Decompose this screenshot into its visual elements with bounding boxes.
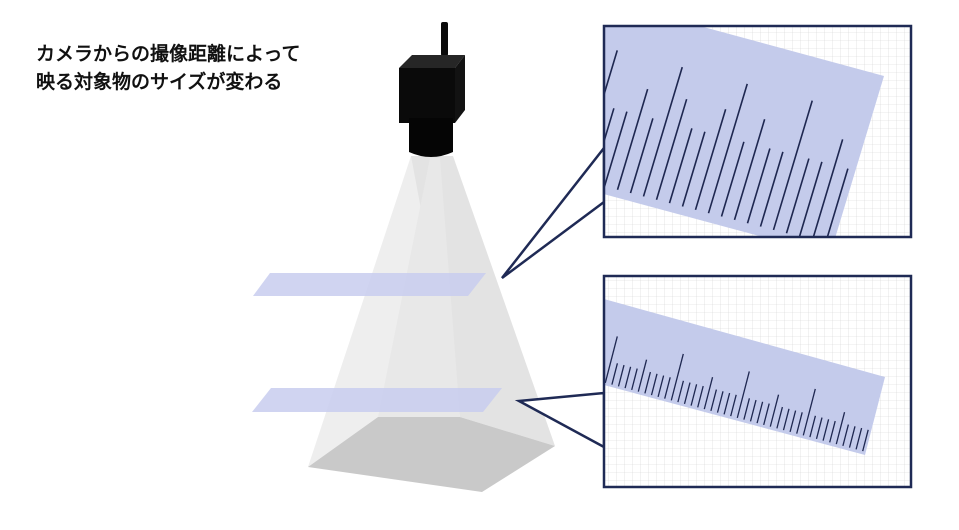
ruler-near-tick-4 [616,88,649,190]
ruler-far-tick-36 [835,412,846,445]
ruler-far-tick-3 [617,364,625,387]
ruler-near-tick-1 [604,50,619,98]
ruler-far-tick-8 [650,373,658,396]
callout-pointer-far [501,144,606,280]
ruler-near-tick-10 [694,109,727,211]
ruler-far-tick-18 [716,391,724,413]
ruler-far-tick-17 [710,389,718,412]
camera-body-side [455,55,465,123]
ruler-far-tick-19 [723,392,731,415]
object-plate-far [253,273,486,296]
ruler-far-tick-16 [703,377,714,410]
ruler-near-tick-17 [785,158,810,234]
ruler-far-tick-37 [842,424,850,447]
ruler-far-tick-24 [756,401,764,424]
ruler-far-tick-4 [624,366,632,389]
ruler-near-tick-12 [720,141,745,217]
caption-line-2: 映る対象物のサイズが変わる [36,71,283,93]
camera [399,22,465,157]
zoom-view-near-camera [602,24,913,239]
camera-antenna [441,22,448,56]
ruler-far-tick-35 [829,420,836,443]
ruler-far-tick-6 [637,359,648,392]
ruler-far-tick-26 [769,394,780,427]
ruler-far-tick-5 [631,368,638,391]
ruler-far-tick-27 [776,406,784,429]
ruler-far-tick-7 [644,371,652,394]
ruler-near-tick-3 [604,111,628,187]
ruler-far-tick-31 [802,388,816,436]
ruler-near-ticks [604,50,849,237]
field-of-view-cone [308,156,555,492]
ruler-near-tick-16 [772,100,814,231]
ruler-near-tick-15 [759,151,784,227]
object-plate-near [252,388,502,412]
ruler-far-tick-21 [736,371,750,419]
caption-line-1: カメラからの撮像距離によって [36,43,301,65]
camera-lens [409,118,453,157]
ruler-far-tick-39 [855,427,863,450]
camera-body-front [399,68,455,123]
ruler-near-tick-9 [681,131,706,207]
zoom-view-far-from-camera [602,274,913,489]
ruler-far-tick-33 [815,417,823,440]
ruler-far-tick-38 [848,426,856,448]
ruler-far-tick-25 [763,403,770,426]
ruler-near-tick-19 [812,139,844,237]
ruler-near-tick-20 [826,168,849,237]
ruler-far-tick-34 [822,419,830,441]
ruler-far-tick-10 [664,377,671,399]
ruler-far-tick-40 [862,429,869,452]
ruler-far-tick-12 [677,380,685,403]
camera-body-top [399,55,465,68]
zoom-view-far-frame [602,274,913,489]
ruler-near-camera [604,26,884,237]
ruler-far-tick-14 [690,384,698,406]
ruler-near-tick-11 [707,83,749,214]
ruler-far-tick-28 [782,408,790,431]
ruler-near-tick-7 [655,98,688,201]
ruler-far-tick-9 [657,375,665,398]
cone-right-face [411,156,555,446]
ruler-far-tick-29 [789,410,797,433]
ruler-near-tick-2 [604,108,615,145]
caption-text: カメラからの撮像距離によって 映る対象物のサイズが変わる [36,40,300,96]
ruler-near-tick-18 [798,161,823,237]
ruler-far-tick-11 [670,353,684,401]
ruler-near-tick-13 [733,119,766,221]
zoom-view-near-frame [602,24,913,239]
ruler-far-ticks [604,336,869,452]
ruler-near-tick-8 [668,128,693,204]
ruler-far-tick-22 [743,398,751,420]
ruler-near-tick-6 [642,66,684,197]
ruler-far-tick-30 [796,412,803,434]
ruler-far-tick-13 [683,382,691,405]
ruler-far-tick-2 [611,363,619,385]
ruler-far-tick-32 [809,415,817,438]
ruler-far-tick-15 [697,385,704,408]
ruler-far-tick-20 [730,394,737,417]
ruler-far-tick-1 [604,336,618,384]
ruler-far-tick-23 [749,399,757,422]
ruler-near-tick-14 [746,148,771,224]
cone-base [308,417,555,492]
ruler-near-tick-5 [629,118,654,194]
